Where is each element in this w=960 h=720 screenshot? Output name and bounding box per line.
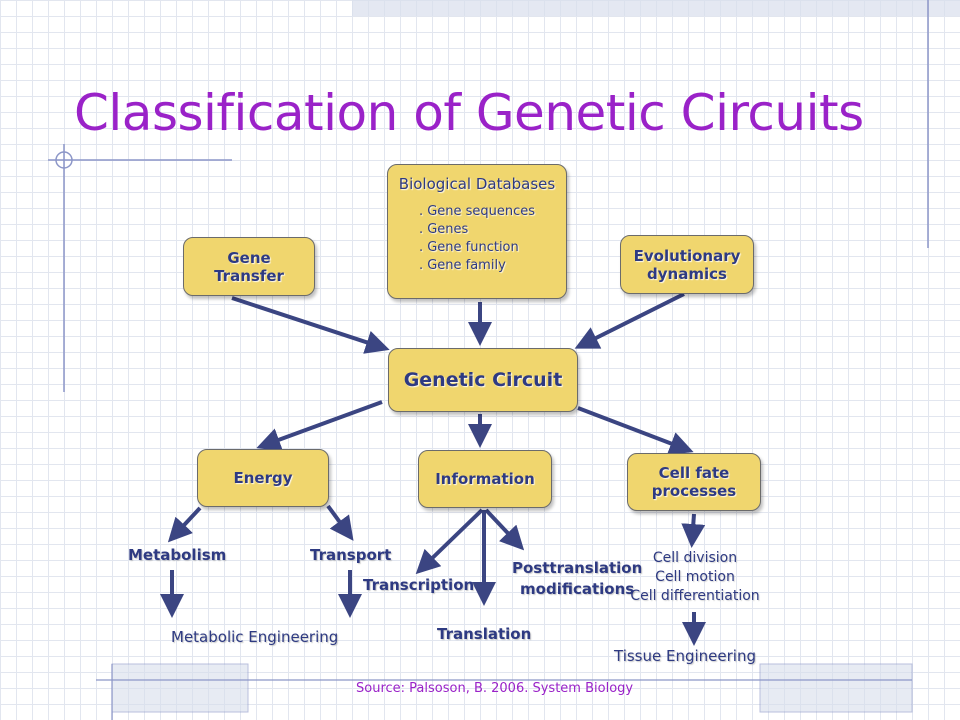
arrow-gene-transfer-to-circuit (231, 296, 390, 354)
source-citation: Source: Palsoson, B. 2006. System Biolog… (356, 681, 634, 696)
information-box: Information (418, 450, 552, 508)
evolutionary-dynamics-label-line1: Evolutionary (633, 246, 741, 265)
arrow-energy-to-transport (326, 504, 354, 541)
cell-fate-box: Cell fate processes (627, 453, 761, 511)
tissue-engineering-label: Tissue Engineering (614, 647, 757, 665)
cell-differentiation-label: Cell differentiation (630, 588, 760, 604)
cell-fate-label-line2: processes (651, 482, 737, 500)
gene-transfer-label-line2: Transfer (214, 266, 284, 285)
biological-databases-box: Biological Databases . Gene sequences . … (387, 164, 567, 299)
arrow-circuit-to-energy (256, 400, 383, 452)
database-item: . Gene sequences (418, 204, 536, 219)
biological-databases-title: Biological Databases (398, 175, 556, 193)
database-item: . Gene function (418, 240, 519, 255)
posttranslation-line1: Posttranslation (512, 559, 643, 577)
translation-label: Translation (437, 625, 532, 643)
database-item: . Gene family (418, 258, 506, 273)
metabolism-label: Metabolism (128, 546, 227, 564)
information-label: Information (435, 470, 535, 488)
arrow-cell-fate-to-processes (681, 513, 706, 548)
cell-division-label: Cell division (652, 550, 738, 566)
arrow-evolutionary-to-circuit (574, 292, 685, 349)
gene-transfer-label-line1: Gene (227, 248, 271, 267)
energy-box: Energy (197, 449, 329, 507)
evolutionary-dynamics-box: Evolutionary dynamics (620, 235, 754, 294)
metabolic-engineering-label: Metabolic Engineering (171, 628, 339, 646)
biological-databases-list: . Gene sequences . Genes . Gene function… (419, 203, 535, 275)
slide-title: Classification of Genetic Circuits (74, 84, 864, 142)
genetic-circuit-label: Genetic Circuit (403, 369, 563, 391)
arrow-information-to-transcription (415, 508, 484, 575)
evolutionary-dynamics-label-line2: dynamics (647, 264, 727, 283)
cell-fate-label-line1: Cell fate (658, 464, 730, 482)
database-item: . Genes (418, 222, 469, 237)
posttranslation-line2: modifications (520, 580, 635, 598)
genetic-circuit-box: Genetic Circuit (388, 348, 578, 412)
gene-transfer-box: Gene Transfer (183, 237, 315, 296)
posttranslation-label: Posttranslation modifications (512, 558, 642, 600)
arrow-energy-to-metabolism (167, 506, 202, 543)
transcription-label: Transcription (363, 576, 475, 594)
energy-label: Energy (233, 469, 293, 487)
cell-motion-label: Cell motion (655, 569, 735, 585)
transport-label: Transport (310, 546, 392, 564)
arrow-information-to-posttranslation (484, 508, 525, 551)
arrow-circuit-to-cell-fate (577, 406, 694, 455)
cell-fate-processes-list: Cell division Cell motion Cell different… (622, 549, 768, 606)
